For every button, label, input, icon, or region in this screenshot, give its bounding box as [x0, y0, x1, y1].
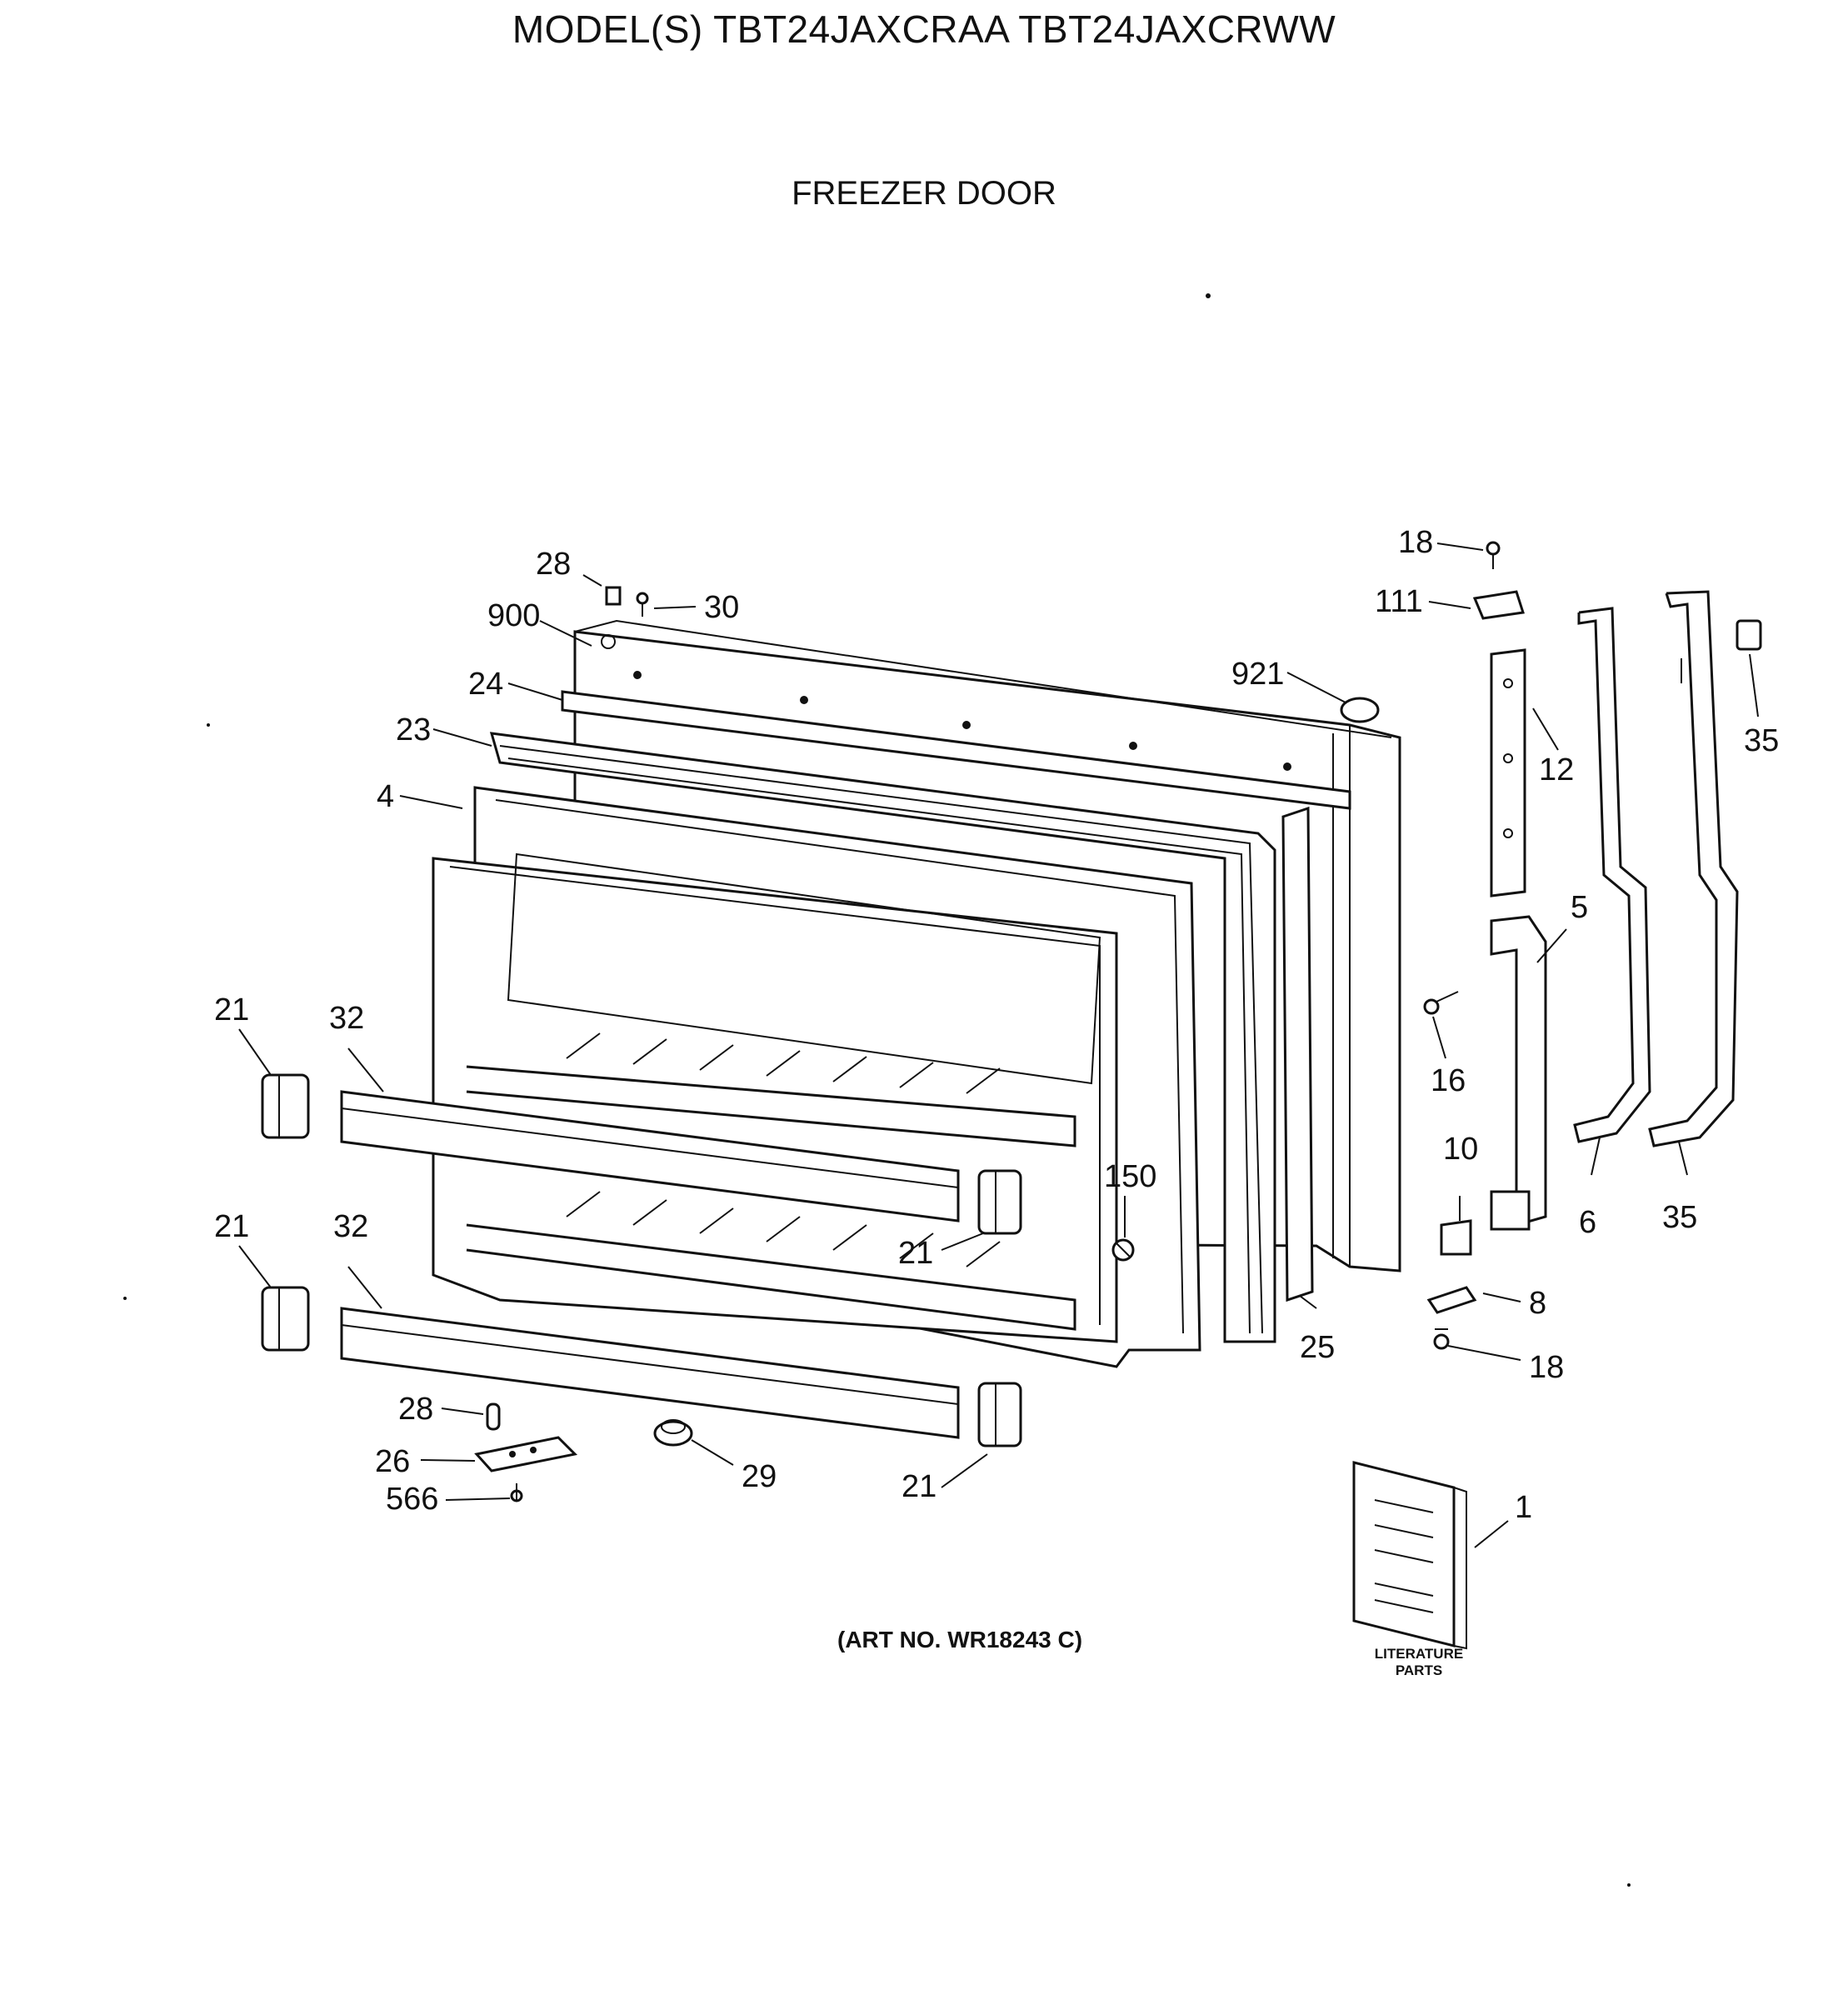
- callout-35-top: 35: [1744, 723, 1780, 758]
- callout-30: 30: [704, 590, 740, 625]
- screw-150: [1111, 1238, 1135, 1262]
- handle-6: [1573, 607, 1651, 1143]
- trim-strip-24: [561, 690, 1351, 810]
- literature-label-line1: LITERATURE: [1374, 1646, 1464, 1662]
- shelf-bar-upper: [340, 1090, 960, 1222]
- hinge-assembly: [1423, 541, 1547, 1350]
- callout-921: 921: [1231, 657, 1285, 692]
- callout-26: 26: [375, 1444, 411, 1479]
- callout-21-left-lower: 21: [214, 1209, 250, 1244]
- callout-5: 5: [1571, 890, 1589, 925]
- callout-10: 10: [1443, 1132, 1479, 1167]
- callout-150: 150: [1104, 1159, 1157, 1194]
- end-cap-left-lower: [261, 1286, 310, 1352]
- end-cap-right-upper: [977, 1169, 1022, 1235]
- callout-21-right-upper: 21: [898, 1236, 934, 1271]
- callout-8: 8: [1529, 1286, 1547, 1321]
- art-number: (ART NO. WR18243 C): [837, 1627, 1083, 1652]
- door-gasket: [489, 732, 1276, 1343]
- callout-18-bottom: 18: [1529, 1350, 1565, 1385]
- literature-label-line2: PARTS: [1395, 1662, 1443, 1679]
- callout-28-top: 28: [536, 547, 572, 582]
- plug-921: [1340, 697, 1380, 723]
- callout-28-bottom: 28: [398, 1392, 434, 1427]
- shelf-bar-lower: [340, 1307, 960, 1439]
- callout-566: 566: [386, 1482, 439, 1517]
- callout-6: 6: [1579, 1205, 1597, 1240]
- callout-111: 111: [1375, 584, 1423, 619]
- literature-booklet: [1352, 1461, 1467, 1650]
- hardware-top: [605, 586, 649, 617]
- callout-21-right-lower: 21: [902, 1469, 937, 1504]
- callout-32-lower: 32: [333, 1209, 369, 1244]
- section-title: FREEZER DOOR: [792, 175, 1056, 212]
- callout-12: 12: [1539, 752, 1575, 788]
- model-title: MODEL(S) TBT24JAXCRAA TBT24JAXCRWW: [512, 8, 1336, 51]
- cap-35: [1736, 619, 1762, 651]
- callout-900: 900: [487, 598, 541, 633]
- end-cap-right-lower: [977, 1382, 1022, 1448]
- callout-35-bottom: 35: [1662, 1200, 1698, 1235]
- literature-label: LITERATURE PARTS: [1348, 1646, 1490, 1680]
- callout-4: 4: [377, 779, 395, 814]
- callout-23: 23: [396, 712, 432, 748]
- callout-32-upper: 32: [329, 1001, 365, 1036]
- callout-16: 16: [1431, 1063, 1466, 1098]
- callout-29: 29: [742, 1459, 777, 1494]
- callout-18-top: 18: [1398, 525, 1434, 560]
- leader-lines: [238, 542, 1759, 1548]
- callout-24: 24: [468, 667, 504, 702]
- breaker-strip-25: [1281, 806, 1314, 1302]
- handle-35: [1648, 590, 1739, 1148]
- callout-21-left-upper: 21: [214, 992, 250, 1028]
- callout-25: 25: [1300, 1330, 1336, 1365]
- callout-1: 1: [1515, 1490, 1533, 1525]
- bottom-hardware: [474, 1402, 693, 1502]
- end-cap-left-upper: [261, 1073, 310, 1139]
- door-liner: [432, 786, 1201, 1368]
